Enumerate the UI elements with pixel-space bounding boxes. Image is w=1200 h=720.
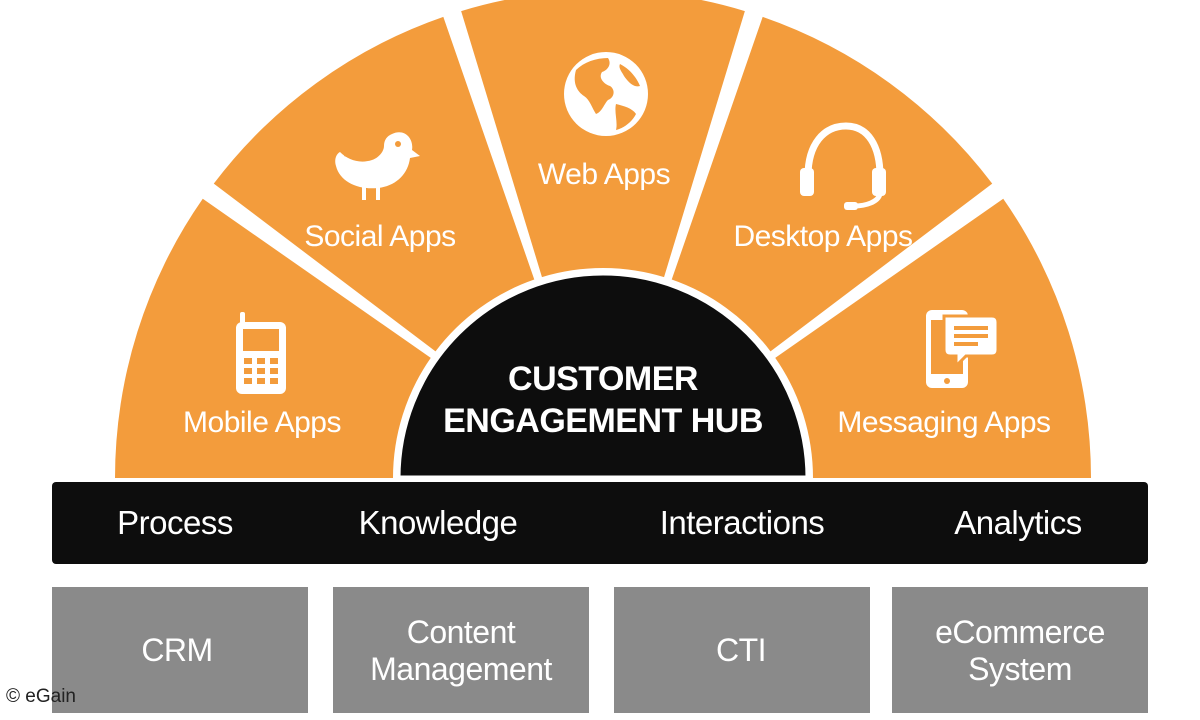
segment-desktop-apps xyxy=(671,16,993,352)
capability-analytics: Analytics xyxy=(954,504,1082,541)
segment-label-desktop-apps: Desktop Apps xyxy=(733,220,912,253)
capability-process: Process xyxy=(117,504,233,541)
app-segments xyxy=(115,0,1091,478)
system-label-ecommerce-line2: System xyxy=(968,651,1072,687)
capability-bar xyxy=(52,482,1148,564)
system-label-cti: CTI xyxy=(716,632,766,668)
hub-title-line2: ENGAGEMENT HUB xyxy=(443,402,763,440)
segment-label-messaging-apps: Messaging Apps xyxy=(837,406,1050,439)
bird-icon xyxy=(335,132,420,200)
segment-label-mobile-apps: Mobile Apps xyxy=(183,406,341,439)
messaging-icon xyxy=(926,310,1000,388)
customer-engagement-hub xyxy=(395,270,811,481)
segment-web-apps xyxy=(461,0,745,278)
segment-label-social-apps: Social Apps xyxy=(304,220,455,253)
system-label-content-line2: Management xyxy=(370,651,552,687)
capability-interactions: Interactions xyxy=(660,504,825,541)
system-label-crm: CRM xyxy=(141,632,212,668)
system-box-ecommerce-system xyxy=(892,587,1148,713)
system-label-ecommerce-line1: eCommerce xyxy=(935,614,1105,650)
system-box-content-management xyxy=(333,587,589,713)
system-box-crm xyxy=(52,587,308,713)
system-box-cti xyxy=(614,587,870,713)
copyright-notice: © eGain xyxy=(6,686,76,707)
hub-title-line1: CUSTOMER xyxy=(508,360,698,398)
segment-label-web-apps: Web Apps xyxy=(538,158,670,191)
system-label-content-line1: Content xyxy=(407,614,516,650)
capability-knowledge: Knowledge xyxy=(359,504,518,541)
mobile-phone-icon xyxy=(236,312,286,394)
headset-icon xyxy=(800,122,886,210)
globe-icon xyxy=(564,52,648,136)
